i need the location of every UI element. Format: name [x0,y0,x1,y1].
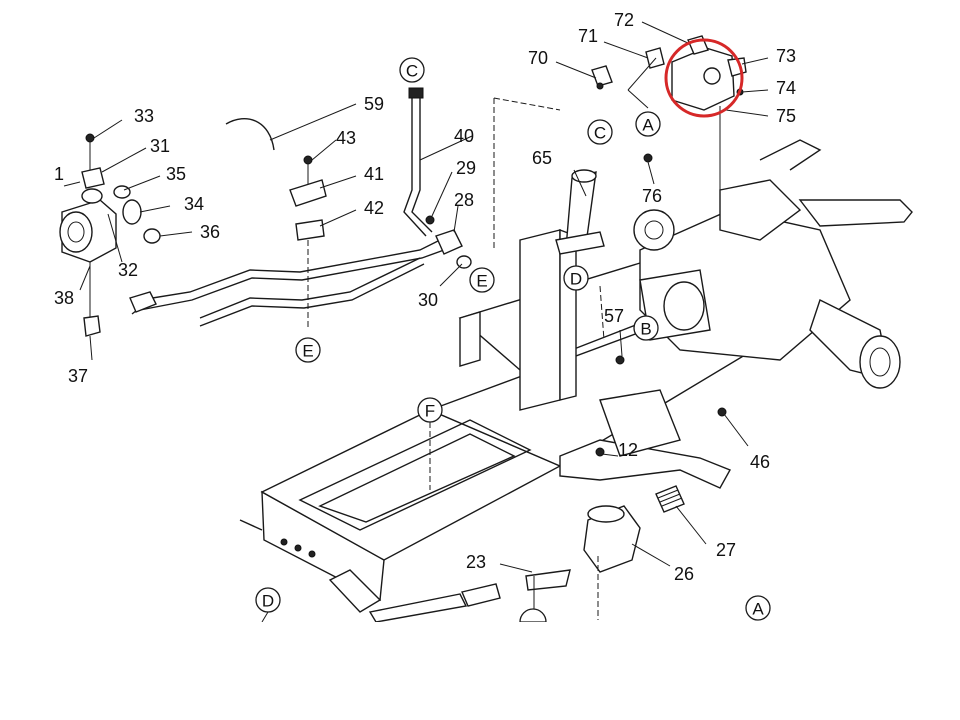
ref-marker-e: E [469,267,495,293]
callout-33: 33 [134,106,154,126]
svg-text:C: C [594,124,606,143]
callout-43: 43 [336,128,356,148]
svg-text:C: C [406,62,418,81]
callout-34: 34 [184,194,204,214]
callout-72: 72 [614,10,634,30]
clamp-assembly [225,118,327,330]
main-frame [239,228,762,613]
callout-37: 37 [68,366,88,386]
callout-35: 35 [166,164,186,184]
callout-31: 31 [150,136,170,156]
callout-40: 40 [454,126,474,146]
reference-markers: C C A E E D B F D A [255,57,771,623]
leader-lines [63,21,769,623]
ref-marker-partial [519,608,547,623]
callout-57: 57 [604,306,624,326]
hose-assembly [129,87,472,327]
callout-46: 46 [750,452,770,472]
callout-26: 26 [674,564,694,584]
svg-text:F: F [425,402,435,421]
callout-75: 75 [776,106,796,126]
callout-41: 41 [364,164,384,184]
ref-marker-c-top: C [399,57,425,83]
ref-marker-e-left: E [295,337,321,363]
ref-marker-a-bottom: A [745,595,771,621]
callout-29: 29 [456,158,476,178]
svg-text:A: A [752,600,764,619]
callout-71: 71 [578,26,598,46]
callout-59: 59 [364,94,384,114]
callout-74: 74 [776,78,796,98]
callout-27: 27 [716,540,736,560]
callout-38: 38 [54,288,74,308]
callout-36: 36 [200,222,220,242]
callout-23: 23 [466,552,486,572]
callout-42: 42 [364,198,384,218]
callout-70: 70 [528,48,548,68]
callout-32: 32 [118,260,138,280]
svg-text:B: B [640,320,651,339]
svg-text:D: D [570,270,582,289]
highlight-circle [664,38,744,118]
ref-marker-b: B [633,315,659,341]
lift-tube [555,169,605,255]
rear-linkage [368,569,571,623]
callout-12: 12 [618,440,638,460]
callout-labels: 1 12 23 26 27 28 29 30 31 32 33 34 35 36… [54,10,796,584]
ref-marker-d: D [563,265,589,291]
callout-73: 73 [776,46,796,66]
callout-1: 1 [54,164,64,184]
callout-28: 28 [454,190,474,210]
ref-marker-f: F [417,397,443,423]
svg-text:D: D [262,592,274,611]
ref-marker-c: C [587,119,613,145]
callout-65: 65 [532,148,552,168]
oil-filter [583,485,685,573]
svg-text:E: E [302,342,313,361]
valve-assembly [591,35,747,111]
svg-text:A: A [642,116,654,135]
callout-30: 30 [418,290,438,310]
ref-marker-a: A [635,111,661,137]
svg-text:E: E [476,272,487,291]
ref-marker-d-bottom: D [255,587,281,613]
crop-mask [0,622,960,720]
transmission-assembly [633,106,913,389]
callout-76: 76 [642,186,662,206]
